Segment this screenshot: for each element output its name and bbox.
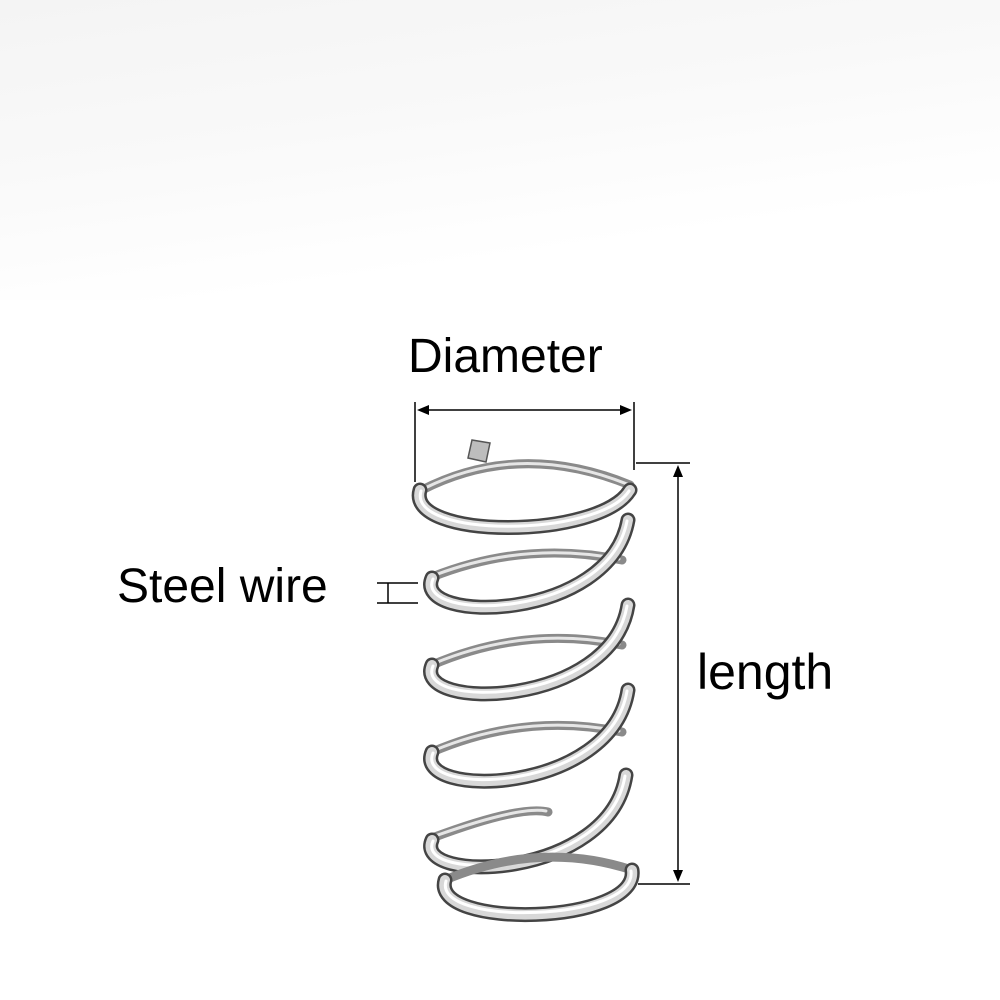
diameter-arrowhead-left [417, 405, 429, 415]
coil-front-5 [425, 770, 631, 872]
coil-bottom-front-shine [444, 869, 633, 915]
coil-back-3-highlight [433, 636, 621, 665]
wire-thickness-indicator [377, 582, 418, 604]
diameter-dimension [414, 402, 635, 482]
coil-back-5 [427, 806, 553, 843]
length-dimension [636, 462, 690, 885]
coil-front-1-shine [419, 489, 631, 528]
coil-back-4-highlight [433, 723, 621, 752]
steel-wire-label: Steel wire [117, 560, 328, 613]
diameter-label: Diameter [408, 330, 603, 383]
coil-front-3-shine [430, 604, 629, 694]
length-arrowhead-top [673, 465, 683, 477]
coil-front-4-shine [430, 689, 629, 782]
length-arrowhead-bottom [673, 870, 683, 882]
spring [411, 439, 640, 923]
coil-front-2-shine [430, 519, 629, 608]
length-label: length [697, 644, 834, 700]
coil-back-5-highlight [433, 808, 548, 838]
coil-bottom-back [440, 852, 637, 885]
coil-front-arcs [411, 482, 640, 923]
background-sheen [0, 0, 1000, 300]
coil-back-arcs-inner [423, 461, 629, 838]
coil-top-end [467, 439, 491, 463]
coil-back-2-highlight [433, 551, 621, 577]
coil-front-4-shadow [423, 682, 636, 789]
coil-front-3-shadow [423, 597, 636, 702]
coil-back-1-highlight [423, 461, 629, 490]
diameter-arrowhead-right [620, 405, 632, 415]
